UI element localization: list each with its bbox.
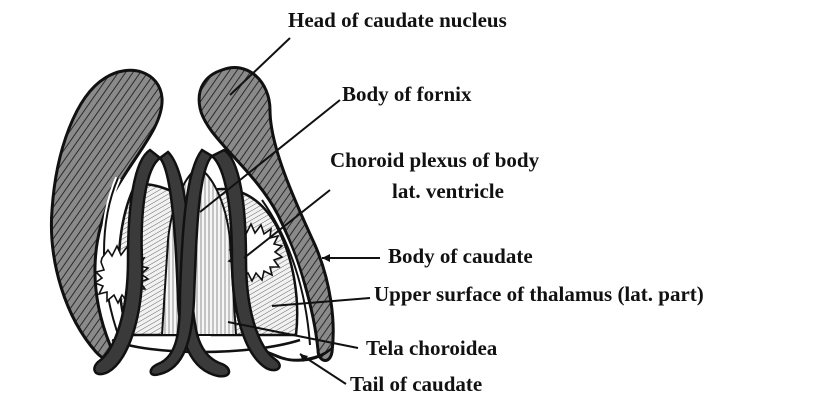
label-choroid-plexus-line2: lat. ventricle [392,179,504,203]
label-body-of-caudate: Body of caudate [388,244,533,268]
label-upper-surface-thalamus: Upper surface of thalamus (lat. part) [374,282,704,306]
label-choroid-plexus-line1: Choroid plexus of body [330,148,539,172]
label-tail-of-caudate: Tail of caudate [350,372,482,396]
label-tela-choroidea: Tela choroidea [366,336,497,360]
label-body-of-fornix: Body of fornix [342,82,472,106]
label-head-of-caudate: Head of caudate nucleus [288,8,507,32]
